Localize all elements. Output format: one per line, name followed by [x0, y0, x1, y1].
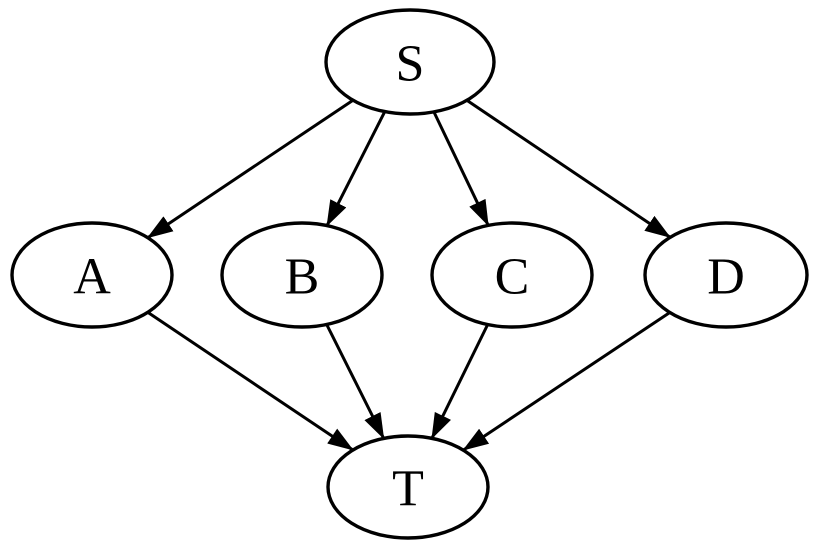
node-S: S	[324, 8, 496, 116]
node-D: D	[643, 221, 809, 329]
node-label-S: S	[396, 36, 425, 93]
edge-line-S-B	[325, 110, 387, 227]
edge-S-A	[146, 98, 354, 239]
node-C: C	[430, 221, 594, 329]
node-A: A	[10, 221, 174, 329]
node-T: T	[326, 434, 490, 540]
edge-line-S-D	[465, 99, 671, 239]
node-ellipse-T	[326, 434, 490, 540]
node-ellipse-S	[324, 8, 496, 116]
node-label-B: B	[285, 249, 320, 306]
node-B: B	[220, 221, 384, 329]
node-label-C: C	[495, 249, 530, 306]
node-label-T: T	[392, 461, 424, 518]
edge-line-C-T	[430, 323, 490, 440]
nodes-layer: S A B C D T	[10, 8, 809, 540]
node-ellipse-A	[10, 221, 174, 329]
edge-line-B-T	[325, 323, 386, 440]
node-label-D: D	[707, 249, 745, 306]
edge-C-T	[430, 323, 490, 440]
edge-line-S-A	[146, 98, 354, 239]
edge-A-T	[146, 311, 354, 452]
edge-S-B	[325, 110, 387, 227]
edge-line-A-T	[146, 311, 354, 452]
edge-line-S-C	[432, 111, 490, 227]
edge-line-D-T	[462, 311, 671, 452]
node-ellipse-D	[643, 221, 809, 329]
node-ellipse-B	[220, 221, 384, 329]
edge-D-T	[462, 311, 671, 452]
edge-S-C	[432, 111, 490, 227]
edge-S-D	[465, 99, 671, 239]
edge-B-T	[325, 323, 386, 440]
node-label-A: A	[73, 249, 111, 306]
edges-layer	[146, 98, 671, 452]
node-ellipse-C	[430, 221, 594, 329]
